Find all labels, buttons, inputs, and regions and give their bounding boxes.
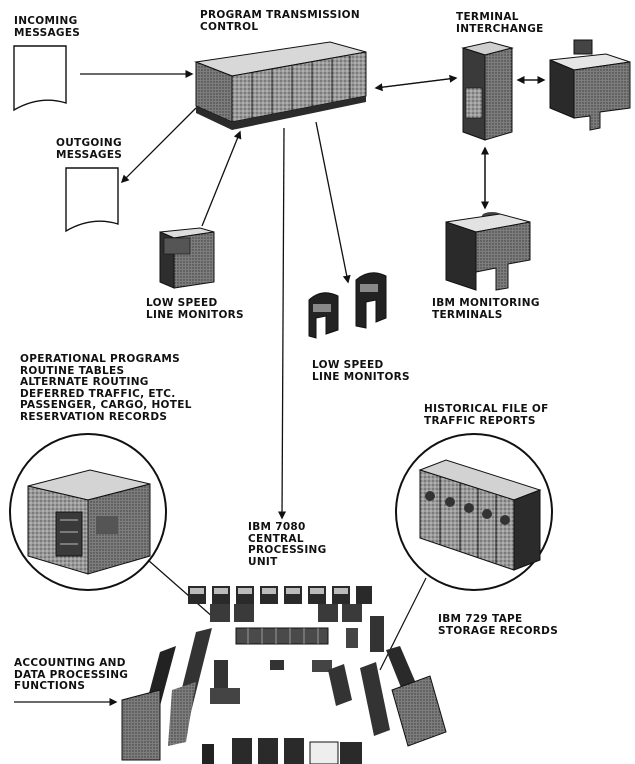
operational-programs-storage-circle [10,434,166,590]
low-speed-line-monitor-left [160,228,214,288]
low-speed-line-monitors-center-label: LOW SPEED LINE MONITORS [312,360,410,383]
arrow-ptc-to-center-monitors [316,122,348,282]
cpu-front-units [188,586,372,622]
incoming-messages-label: INCOMING MESSAGES [14,16,80,39]
terminal-interchange-unit [463,42,512,140]
operational-programs-label: OPERATIONAL PROGRAMS ROUTINE TABLES ALTE… [20,354,192,423]
terminal-console [550,40,630,130]
terminal-interchange-label: TERMINAL INTERCHANGE [456,12,544,35]
outgoing-messages-document [66,168,118,231]
incoming-messages-document [14,46,66,110]
arrow-ptc-to-cpu [282,128,284,518]
arrow-interchange-to-ptc [376,78,456,88]
ibm-7080-label: IBM 7080 CENTRAL PROCESSING UNIT [248,522,327,568]
ibm-729-label: IBM 729 TAPE STORAGE RECORDS [438,614,558,637]
ibm-7080-installation [122,586,446,764]
low-speed-line-monitors-center [309,273,386,338]
ibm-monitoring-terminal [446,212,530,290]
historical-file-tape-circle [396,434,552,590]
arrow-left-monitor-to-ptc [202,132,240,226]
historical-file-label: HISTORICAL FILE OF TRAFFIC REPORTS [424,404,549,427]
ibm-monitoring-terminals-label: IBM MONITORING TERMINALS [432,298,540,321]
arrow-ptc-to-outgoing [122,108,196,182]
accounting-label: ACCOUNTING AND DATA PROCESSING FUNCTIONS [14,658,128,693]
outgoing-messages-label: OUTGOING MESSAGES [56,138,122,161]
program-transmission-control-label: PROGRAM TRANSMISSION CONTROL [200,10,360,33]
low-speed-line-monitors-left-label: LOW SPEED LINE MONITORS [146,298,244,321]
program-transmission-control-unit [196,42,366,130]
